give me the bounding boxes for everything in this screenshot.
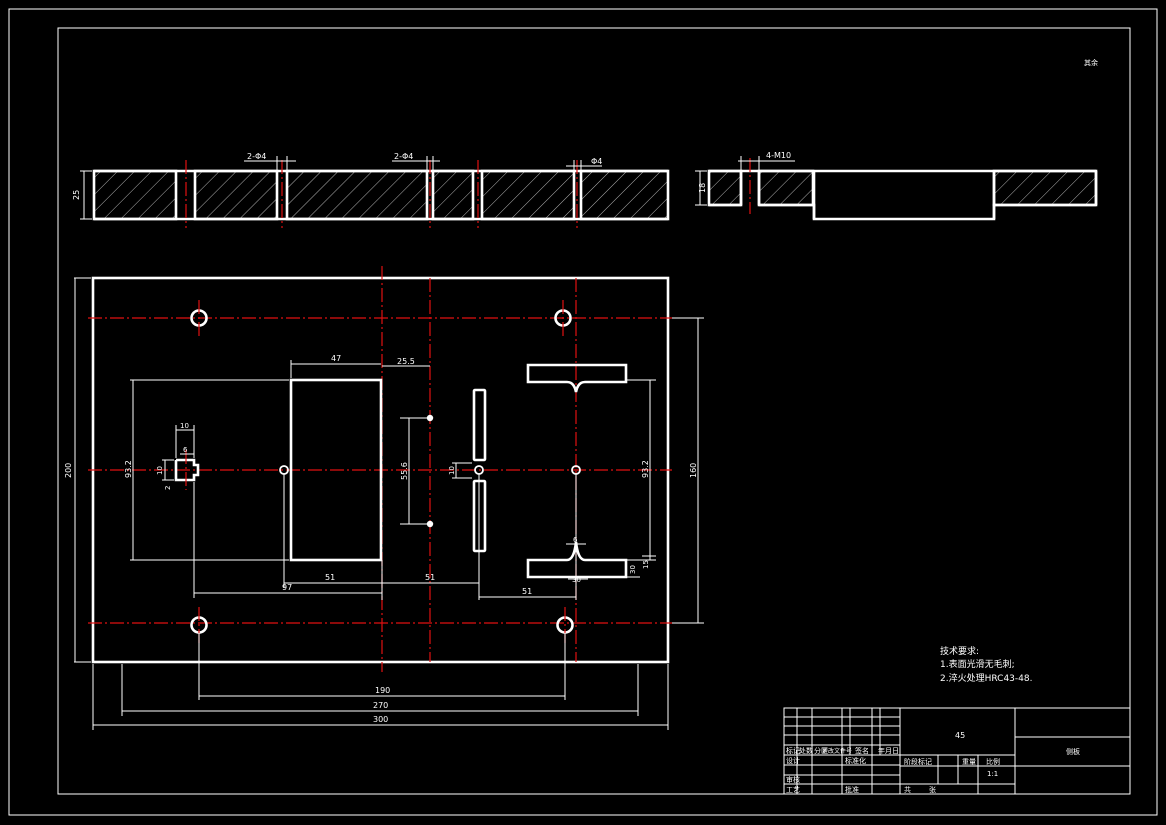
- holes-b-dim: 2-Φ4: [394, 152, 413, 161]
- hole-pitch-vert-dim: 160: [689, 463, 698, 478]
- tb-label-2: 分区: [814, 746, 828, 755]
- thread-dim: 4-M10: [766, 151, 791, 160]
- tb-label-0: 标记: [786, 746, 800, 755]
- dim-270: 270: [373, 701, 388, 710]
- plan-view: 200 160 93.2 93.2 55.6 47 25.5 10 6 10 2: [64, 266, 704, 730]
- section-thickness-dim: 25: [72, 190, 81, 200]
- material-value: 45: [955, 731, 965, 740]
- window-width-dim: 47: [331, 354, 341, 363]
- window-height-dim: 93.2: [124, 460, 133, 478]
- sheet-outer-border: [8, 8, 1158, 816]
- side-section-view: 18 4-M10: [695, 151, 1098, 221]
- tb-label-5: 年月日: [878, 746, 899, 755]
- tb-design: 设计: [786, 756, 800, 765]
- section-view: 25 2-Φ4 2-Φ4 Φ4: [72, 152, 670, 228]
- window-cutout: [289, 378, 383, 562]
- tb-std: 标准化: [845, 756, 866, 765]
- tb-scale: 比例: [986, 757, 1000, 766]
- hole-c-dim: Φ4: [591, 157, 602, 166]
- side-thickness-dim: 18: [698, 183, 707, 193]
- offset-dim: 25.5: [397, 357, 415, 366]
- slot-height-dim: 10: [156, 466, 164, 475]
- upper-pin-hole: [426, 414, 434, 422]
- notes-title: 技术要求:: [940, 645, 979, 657]
- pin-spacing-dim: 55.6: [400, 462, 409, 480]
- tb-weight: 重量: [962, 758, 976, 766]
- clamp-height-dim: 30: [629, 565, 637, 574]
- dim-97: 97: [282, 583, 292, 592]
- holes-a-dim: 2-Φ4: [247, 152, 266, 161]
- clamp-leg-dim: 15: [642, 560, 650, 569]
- slot-depth-dim: 6: [183, 446, 188, 454]
- notes-line-1: 1.表面光滑无毛刺;: [940, 658, 1015, 670]
- hole-pitch-horiz-dim: 190: [375, 686, 390, 695]
- tb-check: 审核: [786, 775, 800, 784]
- surface-finish-mark: 其余: [1084, 58, 1098, 67]
- tb-sheet-of: 张: [929, 785, 936, 794]
- sheet-inner-border: [57, 27, 1131, 795]
- lower-pin-hole: [426, 520, 434, 528]
- slot-width-dim: 10: [180, 422, 189, 430]
- dim-51-c: 51: [522, 587, 532, 596]
- title-block: 45 侧板 标记 处数 分区 更改文件号 签名 年月日 设计 标准化 审核 工艺…: [783, 707, 1131, 795]
- tb-label-1: 处数: [799, 746, 813, 755]
- tb-sheet: 共: [904, 785, 911, 794]
- tb-approve: 批准: [845, 785, 859, 794]
- slot-chamfer-dim: 2: [164, 486, 172, 490]
- tb-label-4: 签名: [855, 746, 869, 755]
- slot-gap-dim: 10: [448, 466, 456, 475]
- part-name: 侧板: [1066, 747, 1080, 756]
- clamp-span-dim: 93.2: [641, 460, 650, 478]
- overall-width-dim: 300: [373, 715, 388, 724]
- tb-scale-value: 1:1: [987, 770, 998, 778]
- notes-line-2: 2.淬火处理HRC43-48.: [940, 672, 1032, 684]
- bottom-t-clamp: [526, 541, 628, 579]
- tb-process: 工艺: [786, 786, 800, 794]
- dim-51-a: 51: [325, 573, 335, 582]
- technical-notes: 技术要求: 1.表面光滑无毛刺; 2.淬火处理HRC43-48.: [940, 645, 1032, 684]
- dim-51-b: 51: [425, 573, 435, 582]
- overall-height-dim: 200: [64, 463, 73, 478]
- tb-label-3: 更改文件号: [822, 747, 852, 755]
- top-t-clamp: [526, 363, 628, 393]
- tb-stage: 阶段标记: [904, 757, 932, 766]
